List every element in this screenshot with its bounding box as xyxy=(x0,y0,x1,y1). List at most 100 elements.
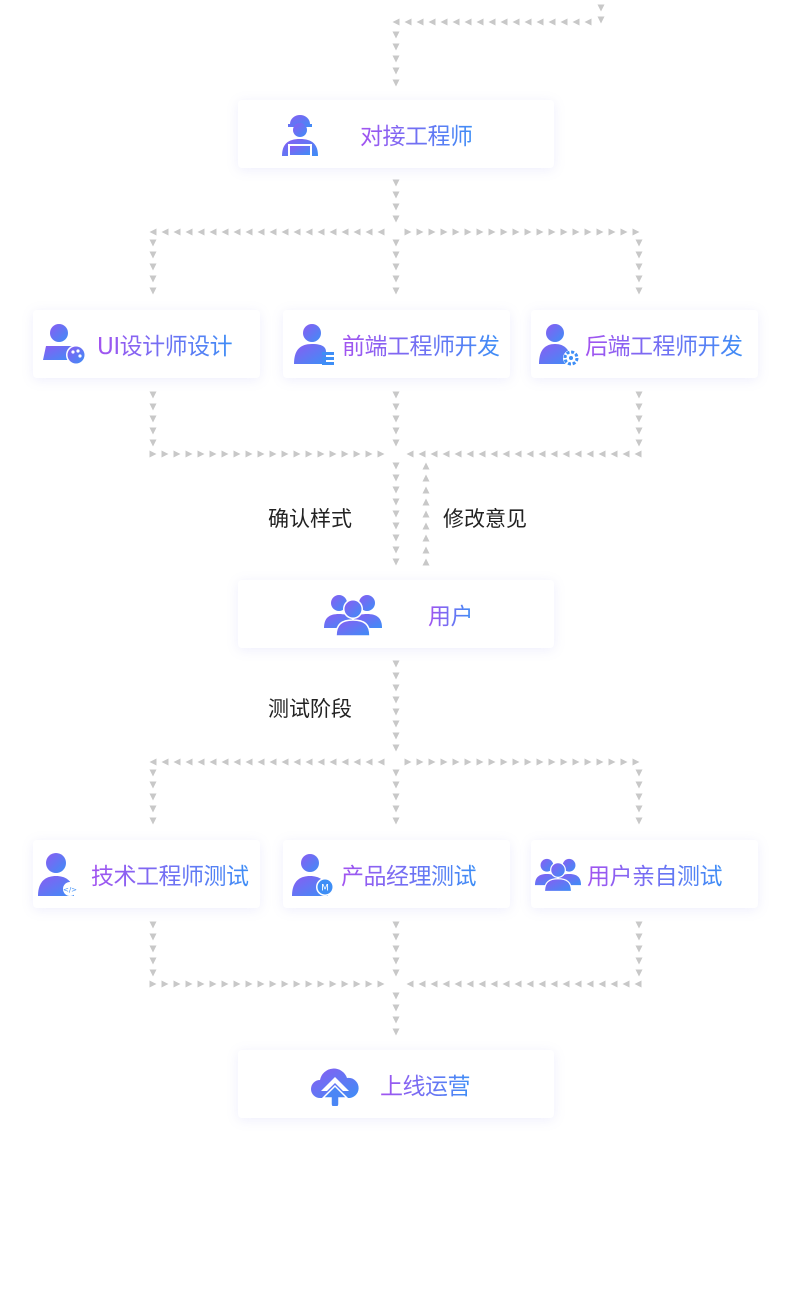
arrow-dot xyxy=(538,980,546,988)
arrow-dot xyxy=(392,696,400,704)
arrow-dot xyxy=(245,980,253,988)
arrow-dot xyxy=(422,558,430,566)
arrow-dot xyxy=(416,758,424,766)
arrow-dot xyxy=(392,55,400,63)
arrow-dot xyxy=(392,18,400,26)
arrow-dot xyxy=(161,450,169,458)
node-launch: 上线运营 xyxy=(238,1050,554,1118)
arrow-dot xyxy=(634,980,642,988)
arrow-dot xyxy=(466,980,474,988)
arrow-dot xyxy=(161,980,169,988)
arrow-dot xyxy=(586,450,594,458)
arrow-dot xyxy=(538,450,546,458)
arrow-dot xyxy=(149,769,157,777)
arrow-dot xyxy=(392,660,400,668)
arrow-dot xyxy=(197,450,205,458)
svg-text:M: M xyxy=(321,884,329,894)
arrow-dot xyxy=(428,18,436,26)
arrow-dot xyxy=(635,391,643,399)
arrow-dot xyxy=(392,921,400,929)
arrow-dot xyxy=(622,450,630,458)
arrow-dot xyxy=(149,263,157,271)
arrow-dot xyxy=(173,228,181,236)
arrow-dot xyxy=(526,980,534,988)
arrow-dot xyxy=(620,228,628,236)
arrow-dot xyxy=(635,817,643,825)
arrow-dot xyxy=(596,228,604,236)
arrow-dot xyxy=(635,933,643,941)
arrow-dot xyxy=(452,18,460,26)
arrow-dot xyxy=(488,228,496,236)
arrow-dot xyxy=(512,758,520,766)
arrow-dot xyxy=(209,450,217,458)
arrow-dot xyxy=(536,228,544,236)
arrow-dot xyxy=(442,450,450,458)
arrow-dot xyxy=(341,228,349,236)
arrow-dot xyxy=(392,275,400,283)
arrow-dot xyxy=(392,546,400,554)
arrow-dot xyxy=(245,758,253,766)
arrow-dot xyxy=(233,228,241,236)
arrow-dot xyxy=(635,427,643,435)
arrow-dot xyxy=(149,251,157,259)
arrow-dot xyxy=(149,969,157,977)
arrow-dot xyxy=(353,758,361,766)
arrow-dot xyxy=(476,228,484,236)
arrow-dot xyxy=(209,980,217,988)
node-ui-designer: UI设计师设计 xyxy=(33,310,260,378)
arrow-dot xyxy=(536,18,544,26)
arrow-dot xyxy=(416,228,424,236)
arrow-dot xyxy=(524,228,532,236)
arrow-dot xyxy=(560,228,568,236)
arrow-dot xyxy=(635,793,643,801)
arrow-dot xyxy=(632,758,640,766)
arrow-dot xyxy=(377,450,385,458)
node-label: UI设计师设计 xyxy=(97,327,233,361)
arrow-dot xyxy=(392,793,400,801)
arrow-dot xyxy=(392,969,400,977)
arrow-dot xyxy=(392,933,400,941)
backend-gear-icon xyxy=(539,324,579,366)
arrow-dot xyxy=(353,450,361,458)
arrow-dot xyxy=(632,228,640,236)
arrow-dot xyxy=(197,228,205,236)
engineer-hardhat-icon xyxy=(282,115,318,156)
arrow-dot xyxy=(149,758,157,766)
arrow-dot xyxy=(452,228,460,236)
arrow-dot xyxy=(377,980,385,988)
arrow-dot xyxy=(161,228,169,236)
arrow-dot xyxy=(149,275,157,283)
arrow-dot xyxy=(392,191,400,199)
arrow-dot xyxy=(149,817,157,825)
arrow-dot xyxy=(392,1028,400,1036)
svg-text:</>: </> xyxy=(63,886,77,894)
arrow-dot xyxy=(464,18,472,26)
arrow-dot xyxy=(392,474,400,482)
arrow-dot xyxy=(221,980,229,988)
arrow-dot xyxy=(488,758,496,766)
arrow-dot xyxy=(269,758,277,766)
arrow-dot xyxy=(502,450,510,458)
arrow-dot xyxy=(392,79,400,87)
arrow-dot xyxy=(149,403,157,411)
node-label: 用户 xyxy=(428,597,474,631)
arrow-dot xyxy=(221,228,229,236)
arrow-dot xyxy=(392,522,400,530)
arrow-dot xyxy=(454,980,462,988)
arrow-dot xyxy=(440,228,448,236)
arrow-dot xyxy=(416,18,424,26)
arrow-dot xyxy=(392,781,400,789)
edge-label-test-phase: 测试阶段 xyxy=(268,697,352,721)
arrow-dot xyxy=(422,498,430,506)
arrow-dot xyxy=(466,450,474,458)
arrow-dot xyxy=(185,450,193,458)
arrow-dot xyxy=(452,758,460,766)
arrow-dot xyxy=(149,957,157,965)
arrow-dot xyxy=(634,450,642,458)
arrow-dot xyxy=(392,510,400,518)
arrow-dot xyxy=(305,980,313,988)
node-label: 用户亲自测试 xyxy=(587,857,723,891)
arrow-dot xyxy=(149,781,157,789)
arrow-dot xyxy=(608,228,616,236)
